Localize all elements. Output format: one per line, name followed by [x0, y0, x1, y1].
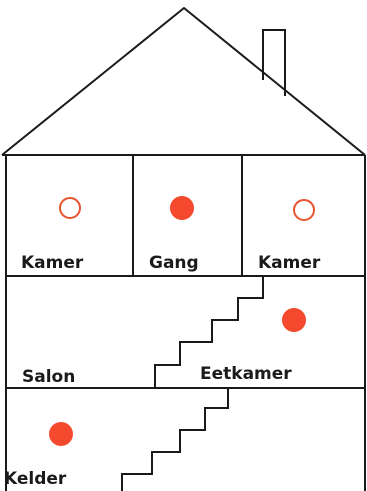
- room-label-salon: Salon: [22, 367, 75, 387]
- sensor-kamer-left: [59, 197, 81, 219]
- roof-outline: [1, 6, 366, 156]
- room-label-gang: Gang: [149, 253, 199, 273]
- lower-staircase: [121, 388, 229, 491]
- sensor-kelder: [49, 422, 73, 446]
- chimney: [262, 29, 286, 96]
- room-label-kamer-left: Kamer: [21, 253, 84, 273]
- room-label-kamer-right: Kamer: [258, 253, 321, 273]
- sensor-gang: [170, 196, 194, 220]
- room-label-kelder: Kelder: [4, 469, 67, 489]
- sensor-kamer-right: [293, 199, 315, 221]
- sensor-eetkamer: [282, 308, 306, 332]
- upper-staircase: [154, 276, 264, 388]
- room-label-eetkamer: Eetkamer: [200, 364, 292, 384]
